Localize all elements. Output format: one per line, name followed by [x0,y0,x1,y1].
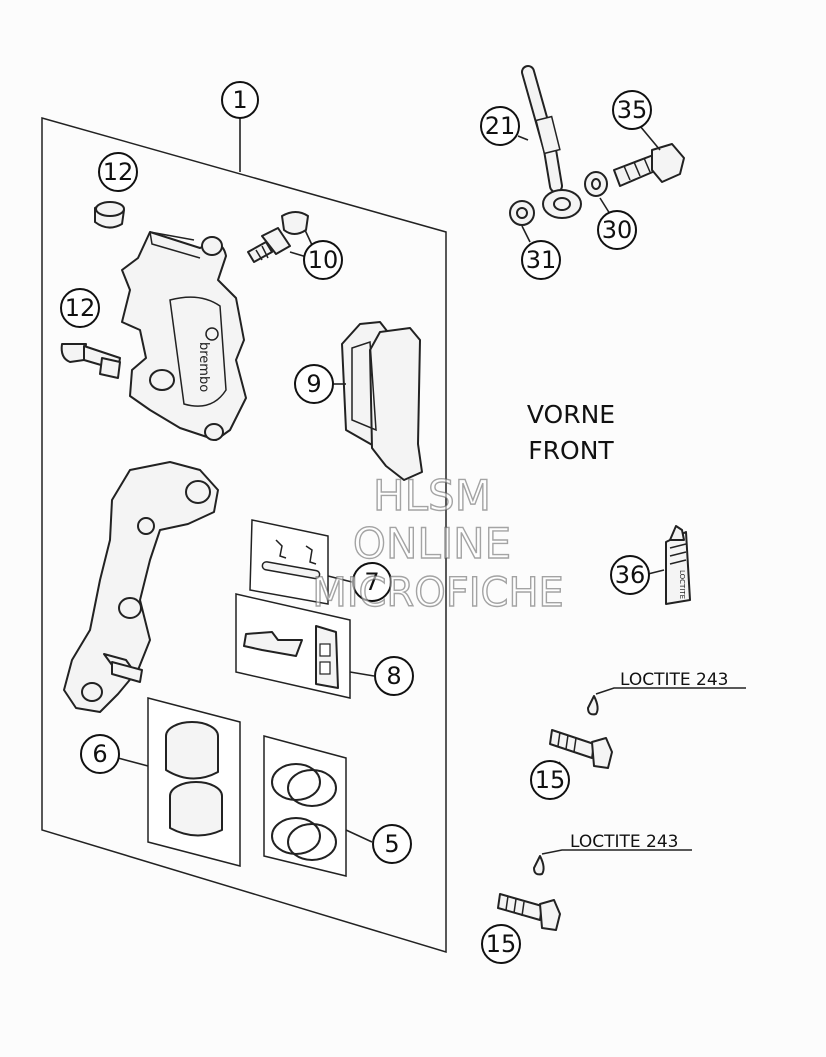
leader-loctite-2 [541,849,692,855]
leader-35 [639,125,661,151]
leader-8 [349,671,375,677]
callout-6: 6 [80,734,120,774]
banjo-washer-31-part [509,200,535,226]
banjo-bolt-part [613,143,685,187]
leader-21 [517,135,529,141]
pad-spring-kit-part [235,593,351,699]
bleeder-cap-part [94,201,125,229]
svg-text:12: 12 [103,158,134,186]
mounting-bolt-lower-part [497,855,561,931]
svg-text:12: 12 [65,294,96,322]
loctite-label-upper: LOCTITE 243 [620,670,729,690]
svg-text:10: 10 [308,246,339,274]
svg-text:36: 36 [615,561,646,589]
caliper-bolt-part [60,343,121,379]
leader-7 [327,575,353,583]
leader-36 [647,569,665,575]
callout-10: 10 [303,240,343,280]
piston-kit-part [147,697,241,867]
front-label: FRONT [528,436,614,465]
svg-text:9: 9 [306,370,321,398]
vorne-label: VORNE [527,400,615,429]
callout-31: 31 [521,240,561,280]
svg-text:21: 21 [485,112,516,140]
callout-30: 30 [597,210,637,250]
callout-35: 35 [612,90,652,130]
svg-text:31: 31 [526,246,557,274]
caliper-brand-text: brembo [196,342,211,392]
leader-30 [599,197,611,215]
brake-pads-part [341,321,423,481]
brake-hose-part [521,65,582,219]
seal-kit-part [263,735,347,877]
watermark-line-2: ONLINE [353,519,511,568]
assembly-panel [41,117,447,954]
svg-text:30: 30 [602,216,633,244]
callout-12-bolt: 12 [60,288,100,328]
callout-9: 9 [294,364,334,404]
leader-10b [304,229,313,246]
pad-pin-kit-part [249,519,329,605]
svg-text:15: 15 [535,766,566,794]
leader-31 [521,225,531,243]
svg-text:15: 15 [486,930,517,958]
svg-text:6: 6 [92,740,107,768]
watermark-line-1: HLSM [373,471,491,520]
callout-5: 5 [372,824,412,864]
watermark-line-3: MICROFICHE [312,570,564,616]
callout-1: 1 [221,81,259,119]
svg-text:35: 35 [617,96,648,124]
bleeder-screw-part [247,211,309,263]
tube-brand-text: LOCTITE [678,570,686,599]
svg-text:8: 8 [386,662,401,690]
loctite-tube-part: LOCTITE [665,525,691,605]
leader-5 [345,829,373,843]
callout-36: 36 [610,555,650,595]
callout-21: 21 [480,106,520,146]
callout-8: 8 [374,656,414,696]
loctite-label-lower: LOCTITE 243 [570,832,679,852]
svg-text:5: 5 [384,830,399,858]
svg-text:1: 1 [232,86,247,114]
callout-15-upper: 15 [530,760,570,800]
mounting-bolt-upper-part [549,695,613,769]
svg-text:7: 7 [364,568,379,596]
brake-caliper-part: brembo [121,231,247,441]
leader-loctite-1 [595,687,746,695]
banjo-washer-30-part [584,171,608,197]
callout-12-top: 12 [98,152,138,192]
callout-7: 7 [352,562,392,602]
leader-6 [117,757,149,767]
caliper-bracket-part [63,461,219,713]
callout-15-lower: 15 [481,924,521,964]
